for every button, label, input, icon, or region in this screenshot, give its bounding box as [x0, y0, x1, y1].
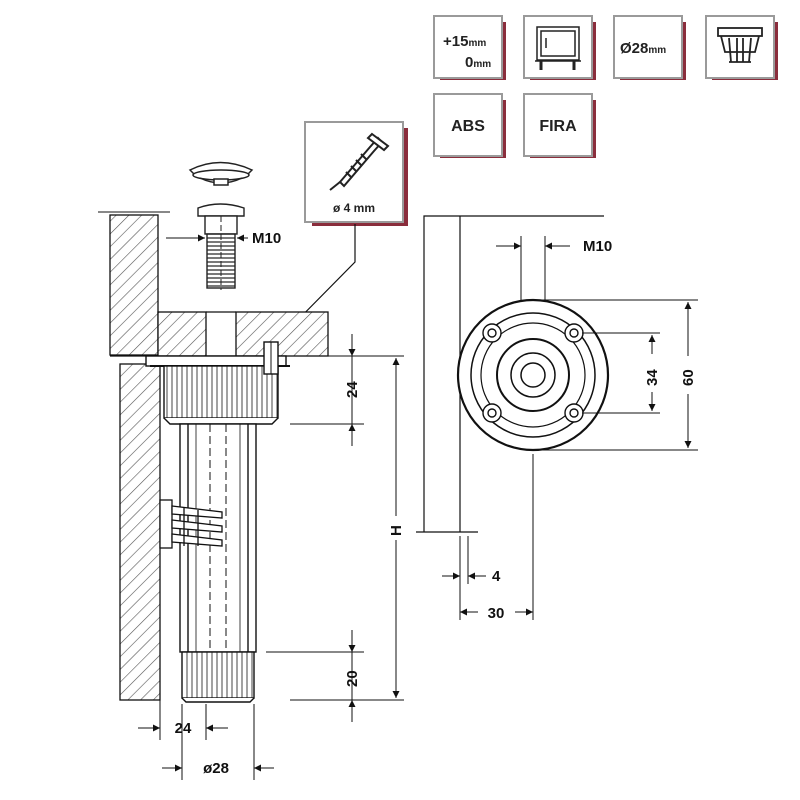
cabinet-icon [535, 26, 581, 70]
bolt-thread-label: M10 [252, 230, 281, 247]
bottom-panel-section [157, 311, 329, 357]
cover-cap [188, 161, 254, 186]
svg-text:Ø28mm: Ø28mm [620, 40, 666, 57]
screw-size-label: ø 4 mm [333, 201, 375, 215]
screw-icon [329, 132, 390, 191]
adjust-height-label: H [388, 525, 405, 536]
plate-thread-dimension [496, 236, 570, 300]
mounting-flange [145, 341, 290, 425]
badge-foot-shape [705, 15, 778, 80]
center-offset-dimension [460, 454, 534, 620]
m10-bolt [197, 203, 245, 290]
plate-thread-label: M10 [583, 238, 612, 255]
svg-text:+15mm: +15mm [443, 33, 486, 50]
material-label: ABS [451, 118, 485, 135]
panel-offset-dimension [442, 536, 486, 620]
bottom-height-dimension [266, 630, 364, 722]
mounting-plate-top-view [456, 298, 610, 452]
bolt-spacing-dimension [582, 332, 660, 414]
diameter-unit: mm [648, 45, 666, 56]
bolt-spacing-label: 34 [644, 369, 661, 386]
badge-material: ABS [433, 93, 506, 158]
range-bottom-unit: mm [473, 59, 491, 70]
svg-text:0mm: 0mm [465, 54, 491, 71]
foot-diameter-dimension [162, 704, 274, 780]
screw-leader-line [281, 224, 356, 337]
center-offset-label: 30 [488, 605, 505, 622]
plate-diameter-dimension [540, 299, 698, 451]
badge-brand: FIRA [523, 93, 596, 158]
plate-screw-holes [482, 323, 584, 423]
range-top-unit: mm [468, 38, 486, 49]
badge-height-range: +15mm 0mm [433, 15, 506, 80]
base-width-dimension [138, 700, 228, 740]
panel-offset-label: 4 [492, 568, 501, 585]
foot-profile-icon [717, 27, 763, 63]
base-width-label: 24 [175, 720, 192, 737]
bottom-height-label: 20 [344, 670, 361, 687]
plate-diameter-label: 60 [680, 369, 697, 386]
foot-diameter-label: ø28 [203, 760, 229, 777]
top-height-label: 24 [344, 381, 361, 398]
badge-screw: ø 4 mm [304, 121, 408, 226]
badge-diameter: Ø28mm [613, 15, 686, 80]
diameter-value: Ø28 [620, 40, 648, 57]
brand-label: FIRA [539, 118, 577, 135]
range-top: +15 [443, 33, 468, 50]
plinth-clip [159, 499, 223, 549]
adjustable-foot [181, 651, 255, 703]
adjust-height-dimension [290, 355, 404, 701]
range-bottom: 0 [465, 54, 473, 71]
badge-cabinet [523, 15, 596, 80]
side-panel-section [98, 211, 170, 701]
bolt-thread-dimension: M10 [166, 230, 281, 247]
